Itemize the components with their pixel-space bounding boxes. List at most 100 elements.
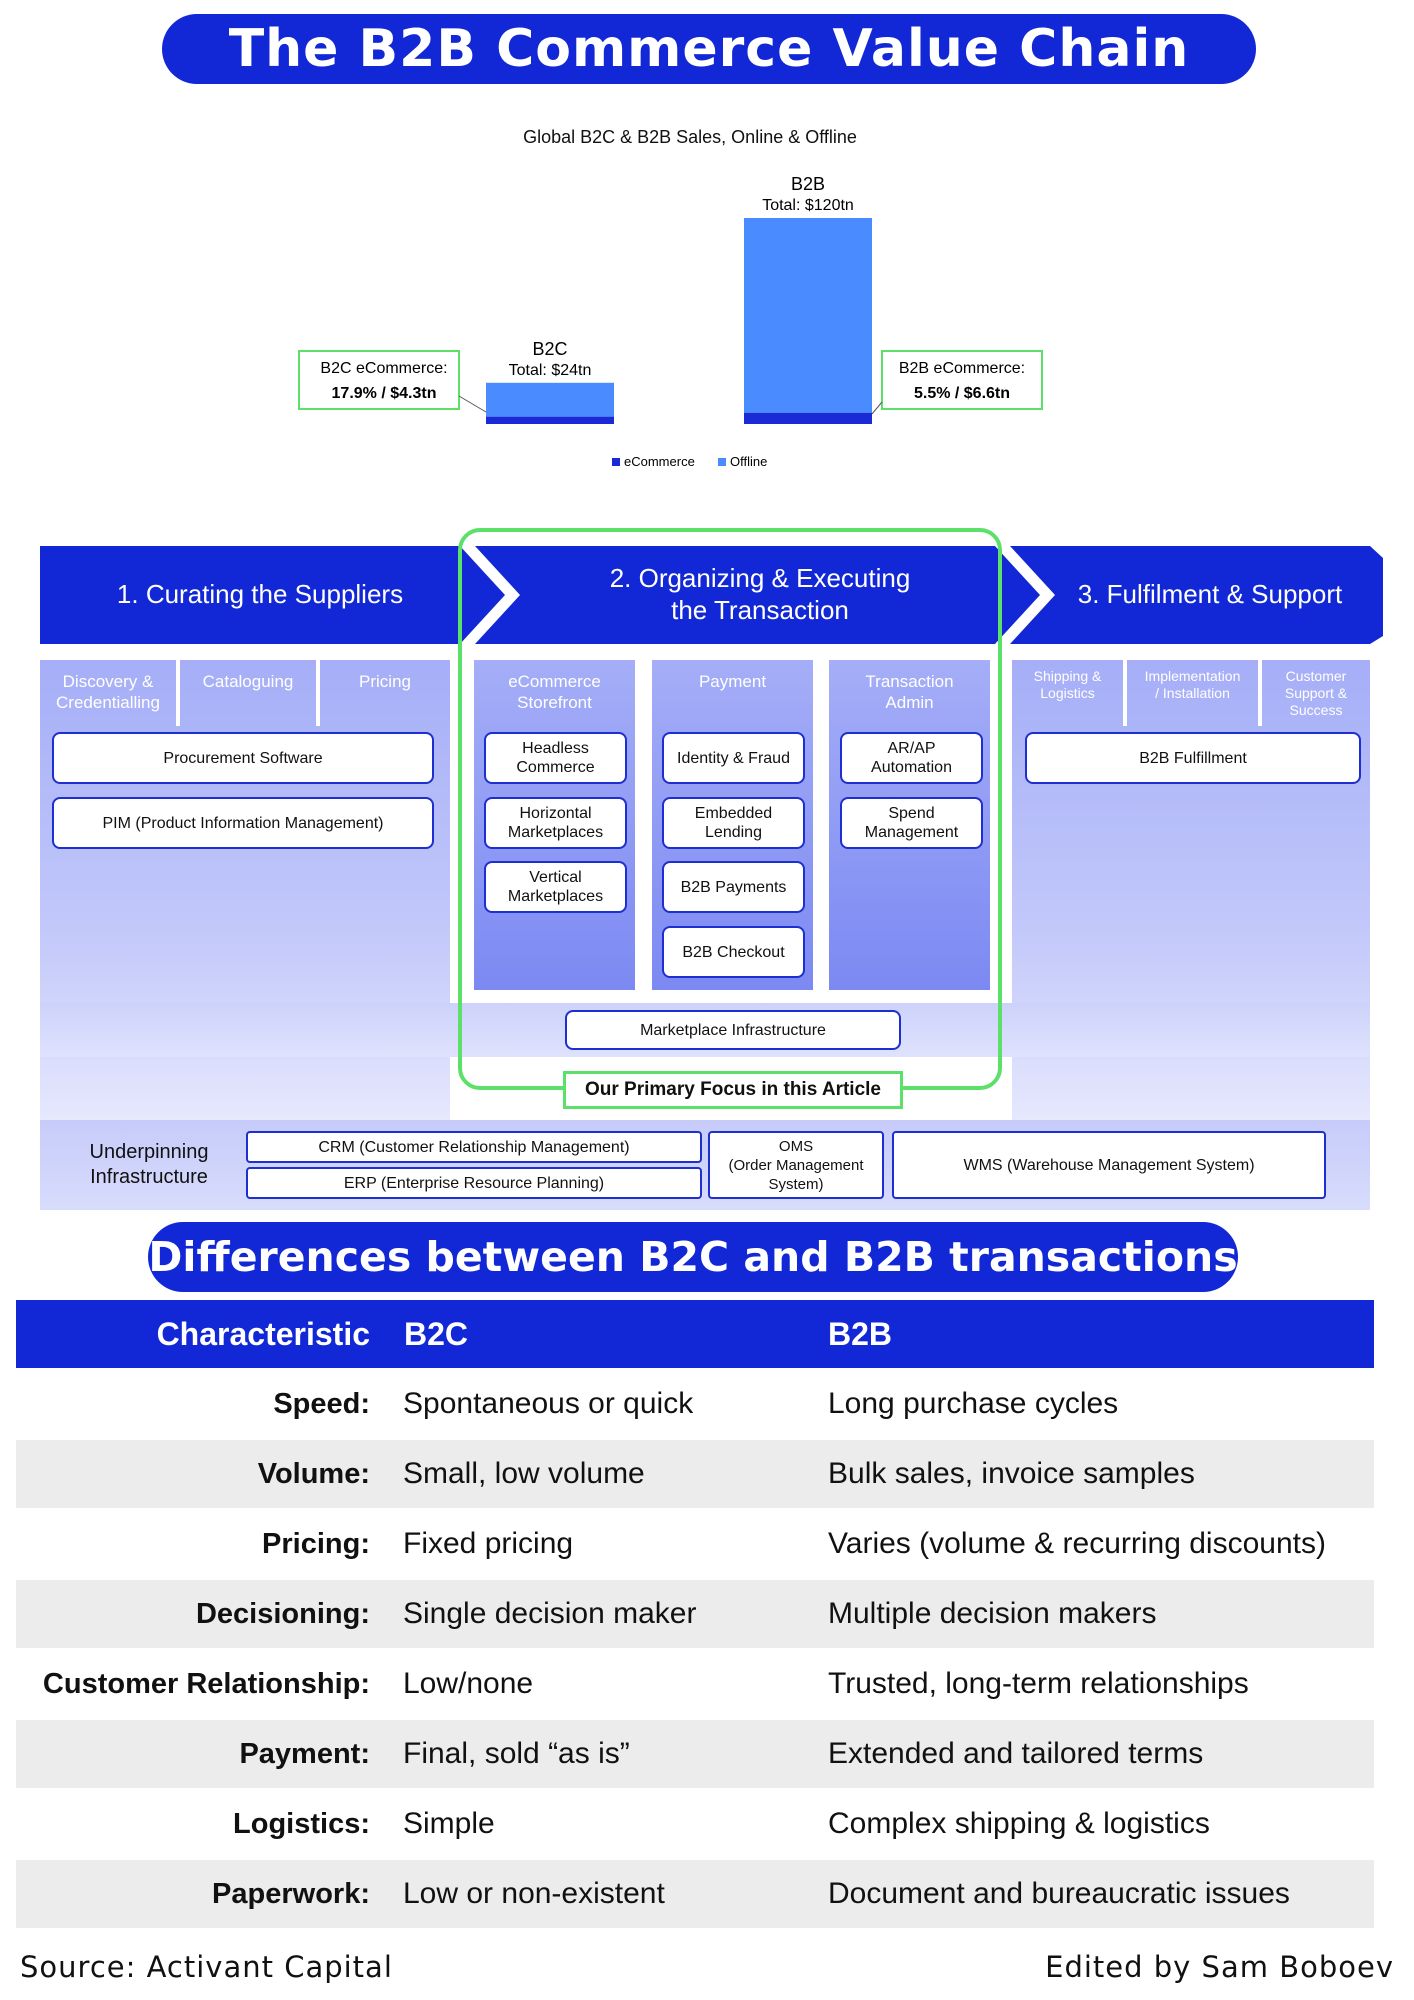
row-b2c-value: Single decision maker xyxy=(403,1597,697,1630)
row-b2b-value: Complex shipping & logistics xyxy=(828,1807,1210,1840)
stage-3-label: 3. Fulfilment & Support xyxy=(1077,579,1343,609)
box-marketplace-infrastructure: Marketplace Infrastructure xyxy=(565,1010,901,1050)
subhead-divider xyxy=(316,660,320,726)
box-arap-l1: AR/AP xyxy=(887,740,936,757)
box-arap-automation: AR/AP Automation xyxy=(840,732,983,784)
source-credit: Source: Activant Capital xyxy=(20,1950,393,1984)
box-horizontal-l1: Horizontal xyxy=(519,805,592,822)
th-b2c: B2C xyxy=(404,1315,469,1352)
box-horizontal-l2: Marketplaces xyxy=(507,824,604,841)
box-headless-l1: Headless xyxy=(522,740,589,757)
box-embedded-l1: Embedded xyxy=(694,805,773,822)
callout-b2b-box xyxy=(881,350,1043,410)
box-vertical-l1: Vertical xyxy=(529,869,582,886)
legend-offline-label: Offline xyxy=(730,454,767,469)
chart-title: Global B2C & B2B Sales, Online & Offline xyxy=(523,127,857,147)
box-vertical-l2: Marketplaces xyxy=(507,888,604,905)
legend-offline-swatch xyxy=(718,458,726,466)
th-b2b: B2B xyxy=(828,1315,893,1352)
box-pim: PIM (Product Information Management) xyxy=(52,797,434,849)
bar-category-label: B2B xyxy=(791,174,825,194)
row-characteristic: Paperwork: xyxy=(212,1877,370,1910)
stage-2-line1: 2. Organizing & Executing xyxy=(609,563,911,593)
colhead-shipping-l1: Shipping & xyxy=(1033,668,1102,684)
table-header-row xyxy=(16,1300,1374,1368)
stage-2-label: 2. Organizing & Executing the Transactio… xyxy=(530,562,990,626)
row-b2c-value: Spontaneous or quick xyxy=(403,1387,694,1420)
subhead-divider xyxy=(1123,660,1127,726)
legend-ecommerce-label: eCommerce xyxy=(624,454,695,469)
bar-b2c-offline xyxy=(486,382,614,417)
box-embedded-l2: Lending xyxy=(705,824,762,841)
box-procurement-software: Procurement Software xyxy=(52,732,434,784)
callout-b2b-line1: B2B eCommerce: xyxy=(899,360,1025,377)
callout-b2c-leader xyxy=(458,395,487,413)
stage-1-arrow xyxy=(40,546,505,644)
colhead-support-l2: Support & xyxy=(1284,685,1348,701)
stage-2-arrow xyxy=(475,546,1040,644)
box-b2b-checkout: B2B Checkout xyxy=(662,926,805,978)
callout-b2c-line1: B2C eCommerce: xyxy=(320,360,447,377)
bar-b2b-ecommerce xyxy=(744,412,872,424)
callout-b2b-line2: 5.5% / $6.6tn xyxy=(914,385,1010,402)
row-b2c-value: Final, sold “as is” xyxy=(403,1737,630,1770)
th-characteristic: Characteristic xyxy=(156,1315,370,1352)
row-b2b-value: Bulk sales, invoice samples xyxy=(828,1457,1195,1490)
row-b2c-value: Small, low volume xyxy=(403,1457,645,1490)
primary-focus-label: Our Primary Focus in this Article xyxy=(563,1071,903,1109)
infrastructure-label-l2: Infrastructure xyxy=(90,1166,208,1188)
row-b2b-value: Multiple decision makers xyxy=(828,1597,1157,1630)
row-b2b-value: Varies (volume & recurring discounts) xyxy=(828,1527,1326,1560)
infrastructure-label: Underpinning Infrastructure xyxy=(64,1140,234,1190)
box-arap-l2: Automation xyxy=(871,759,952,776)
stage-1-label: 1. Curating the Suppliers xyxy=(116,579,404,609)
colhead-txn-admin-l2: Admin xyxy=(885,693,934,712)
colhead-shipping: Shipping &Logistics xyxy=(1012,664,1123,734)
callout-b2b-leader xyxy=(871,401,883,415)
box-spend-l1: Spend xyxy=(888,805,935,822)
row-b2c-value: Low or non-existent xyxy=(403,1877,665,1910)
stage-2-line2: the Transaction xyxy=(671,595,849,625)
colhead-storefront-l1: eCommerce xyxy=(508,672,601,691)
colhead-support-l3: Success xyxy=(1289,702,1343,718)
table-row: Paperwork: Low or non-existent Document an… xyxy=(16,1860,1374,1928)
table-title: Differences between B2C and B2B transact… xyxy=(148,1222,1238,1292)
table-row: Pricing: Fixed pricing Varies (volume & re… xyxy=(16,1510,1374,1578)
stage-arrows xyxy=(40,546,1383,644)
row-b2c-value: Fixed pricing xyxy=(403,1527,574,1560)
row-b2c-value: Simple xyxy=(403,1807,495,1840)
box-erp: ERP (Enterprise Resource Planning) xyxy=(246,1167,702,1199)
row-b2c-value: Low/none xyxy=(403,1667,534,1700)
row-b2b-value: Long purchase cycles xyxy=(828,1387,1119,1420)
colhead-shipping-l2: Logistics xyxy=(1040,685,1095,701)
row-characteristic: Payment: xyxy=(239,1737,370,1770)
row-characteristic: Customer Relationship: xyxy=(42,1667,370,1700)
box-wms: WMS (Warehouse Management System) xyxy=(892,1131,1326,1199)
row-characteristic: Volume: xyxy=(257,1457,370,1490)
box-crm: CRM (Customer Relationship Management) xyxy=(246,1131,702,1163)
colhead-pricing: Pricing xyxy=(359,672,411,691)
row-characteristic: Pricing: xyxy=(262,1527,370,1560)
bar-b2c-ecommerce xyxy=(486,416,614,424)
colhead-implementation-l1: Implementation xyxy=(1144,668,1241,684)
row-b2b-value: Document and bureaucratic issues xyxy=(828,1877,1290,1910)
colhead-implementation-l2: / Installation xyxy=(1155,685,1230,701)
bar-b2b-offline xyxy=(744,218,872,413)
subhead-divider xyxy=(176,660,180,726)
table-row: Volume: Small, low volume Bulk sales, invo… xyxy=(16,1440,1374,1508)
colhead-discovery-l1: Discovery & xyxy=(62,672,154,691)
bar-total-label: Total: $120tn xyxy=(762,197,854,214)
box-oms-l2: (Order Management xyxy=(728,1156,864,1174)
